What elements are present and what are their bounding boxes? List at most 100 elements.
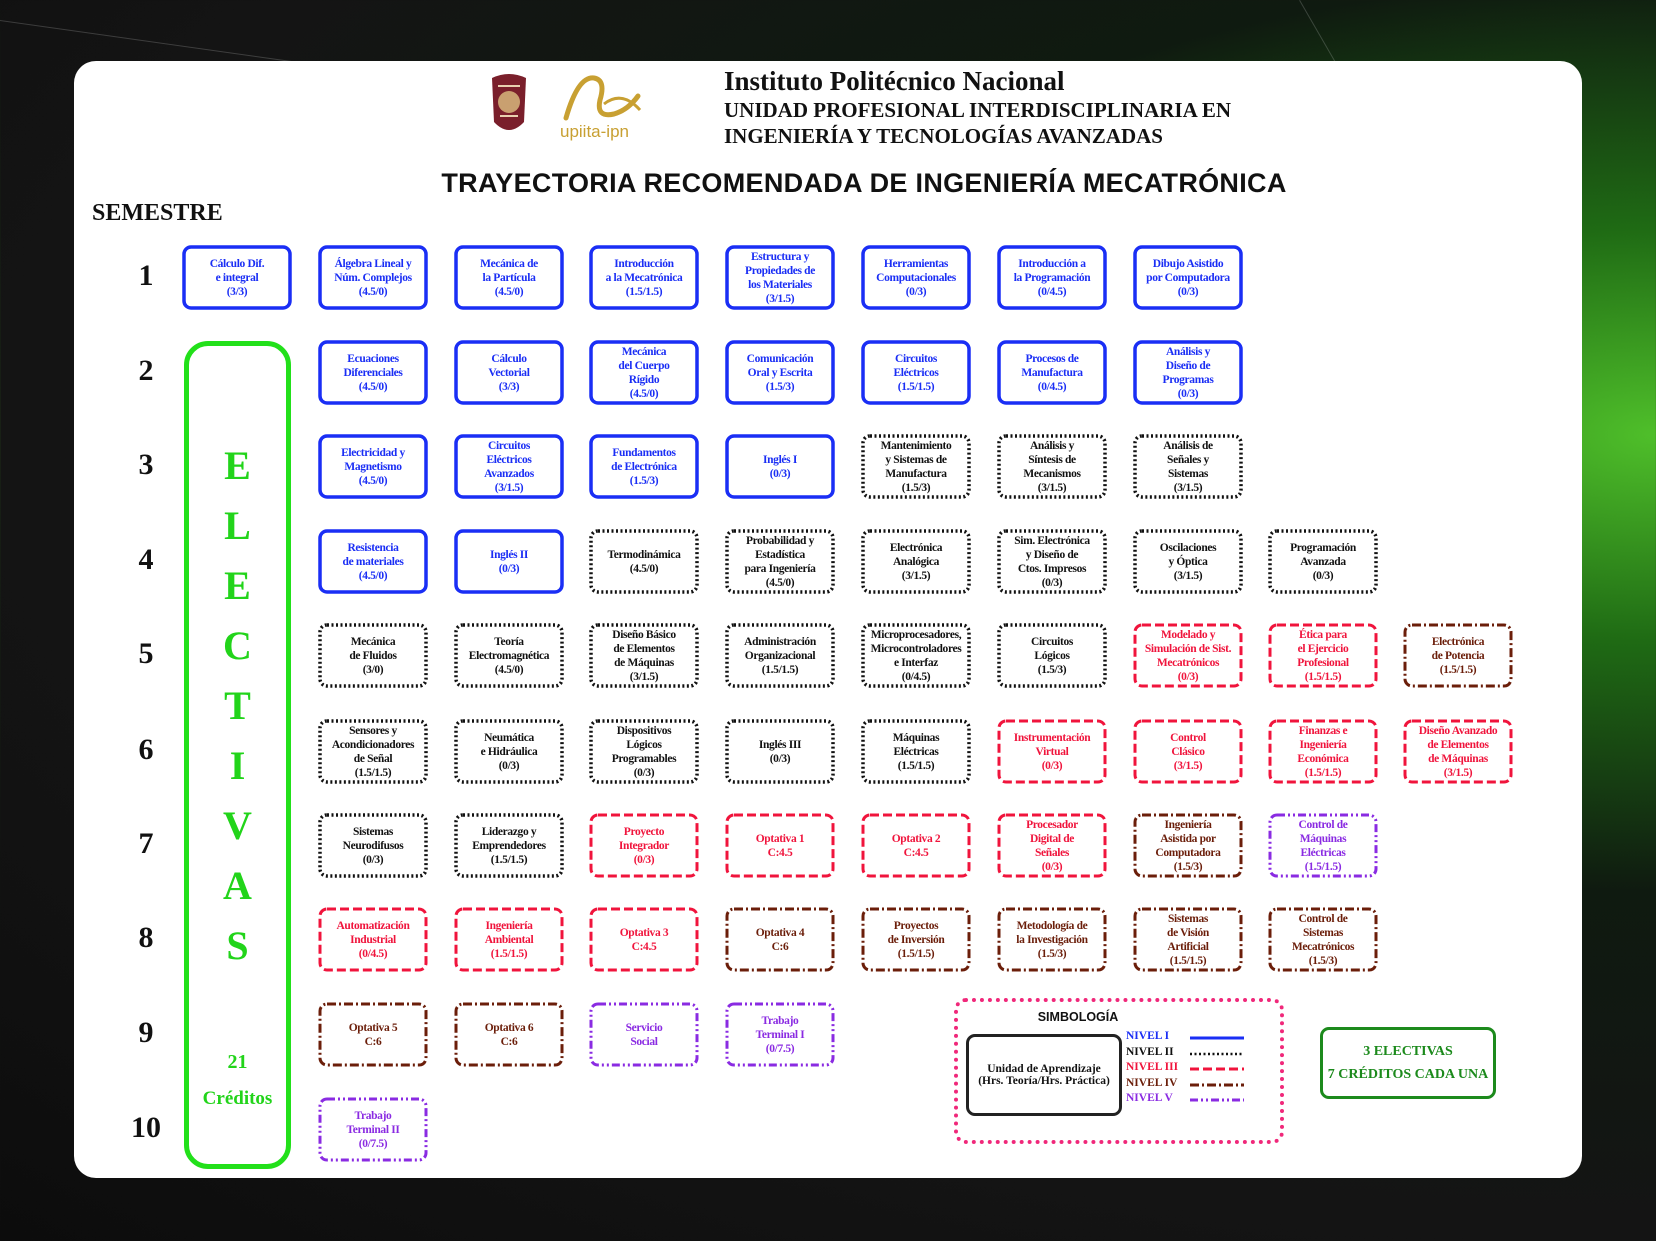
course-card[interactable]: Instrumentación Virtual(0/3) [997,719,1107,784]
course-card[interactable]: Neumática e Hidráulica(0/3) [454,719,564,784]
course-card[interactable]: Control de Sistemas Mecatrónicos(1.5/3) [1268,907,1378,972]
course-card-border [997,719,1107,784]
course-card-border [725,907,835,972]
course-hours: (0/3) [1177,285,1199,298]
course-card[interactable]: Oscilaciones y Óptica(3/1.5) [1133,529,1243,594]
course-text: Termodinámica(4.5/0) [591,529,697,594]
course-name: Sensores y Acondicionadores de Señal [331,724,415,765]
course-card[interactable]: Control Clásico(3/1.5) [1133,719,1243,784]
course-card-border [725,813,835,878]
course-card[interactable]: Dibujo Asistido por Computadora(0/3) [1133,245,1243,310]
course-card[interactable]: Finanzas e Ingeniería Económica(1.5/1.5) [1268,719,1378,784]
course-card[interactable]: Electrónica de Potencia(1.5/1.5) [1403,623,1513,688]
course-card[interactable]: Cálculo Dif. e integral(3/3) [182,245,292,310]
course-card[interactable]: Mecánica de la Partícula(4.5/0) [454,245,564,310]
course-card[interactable]: Introducción a la Mecatrónica(1.5/1.5) [589,245,699,310]
course-hours: (1.5/1.5) [897,947,935,960]
course-card[interactable]: Análisis y Diseño de Programas(0/3) [1133,340,1243,405]
course-card[interactable]: Máquinas Eléctricas(1.5/1.5) [861,719,971,784]
course-card[interactable]: Automatización Industrial(0/4.5) [318,907,428,972]
course-hours: (3/1.5) [1037,481,1067,494]
course-name: Automatización Industrial [336,919,410,946]
semester-number: 3 [138,448,154,481]
course-hours: (1.5/1.5) [1304,766,1342,779]
course-card[interactable]: Comunicación Oral y Escrita(1.5/3) [725,340,835,405]
course-card[interactable]: Mecánica del Cuerpo Rígido(4.5/0) [589,340,699,405]
course-card[interactable]: Circuitos Lógicos(1.5/3) [997,623,1107,688]
course-card[interactable]: Teoría Electromagnética(4.5/0) [454,623,564,688]
course-card[interactable]: Diseño Básico de Elementos de Máquinas(3… [589,623,699,688]
course-hours: (3/1.5) [1173,481,1203,494]
course-card[interactable]: Ética para el Ejercicio Profesional(1.5/… [1268,623,1378,688]
course-name: Circuitos Eléctricos [893,352,939,379]
course-name: Ética para el Ejercicio Profesional [1297,628,1349,669]
course-card[interactable]: Termodinámica(4.5/0) [589,529,699,594]
course-card[interactable]: Mecánica de Fluidos(3/0) [318,623,428,688]
course-card[interactable]: Dispositivos Lógicos Programables(0/3) [589,719,699,784]
course-card[interactable]: Ingeniería Ambiental(1.5/1.5) [454,907,564,972]
course-card[interactable]: Control de Máquinas Eléctricas(1.5/1.5) [1268,813,1378,878]
course-card[interactable]: Resistencia de materiales(4.5/0) [318,529,428,594]
course-card[interactable]: Introducción a la Programación(0/4.5) [997,245,1107,310]
course-card[interactable]: Procesos de Manufactura(0/4.5) [997,340,1107,405]
course-card[interactable]: Modelado y Simulación de Sist. Mecatróni… [1133,623,1243,688]
course-card[interactable]: Fundamentos de Electrónica(1.5/3) [589,434,699,499]
course-card[interactable]: Inglés I(0/3) [725,434,835,499]
course-card[interactable]: Microprocesadores, Microcontroladores e … [861,623,971,688]
course-card[interactable]: Sim. Electrónica y Diseño de Ctos. Impre… [997,529,1107,594]
course-text: Ecuaciones Diferenciales(4.5/0) [320,340,426,405]
course-card[interactable]: Sistemas de Visión Artificial(1.5/1.5) [1133,907,1243,972]
course-card[interactable]: Proyectos de Inversión(1.5/1.5) [861,907,971,972]
course-card[interactable]: Circuitos Eléctricos Avanzados(3/1.5) [454,434,564,499]
course-card[interactable]: Liderazgo y Emprendedores(1.5/1.5) [454,813,564,878]
course-card[interactable]: Procesador Digital de Señales(0/3) [997,813,1107,878]
course-hours: (3/1.5) [1173,569,1203,582]
ipn-logo [488,72,530,140]
course-name: Trabajo Terminal II [346,1109,400,1136]
course-card[interactable]: Probabilidad y Estadística para Ingenier… [725,529,835,594]
course-card[interactable]: Cálculo Vectorial(3/3) [454,340,564,405]
course-card[interactable]: Sensores y Acondicionadores de Señal(1.5… [318,719,428,784]
course-text: Probabilidad y Estadística para Ingenier… [727,529,833,594]
course-name: Cálculo Dif. e integral [209,257,265,284]
course-card[interactable]: Programación Avanzada(0/3) [1268,529,1378,594]
course-card[interactable]: Ecuaciones Diferenciales(4.5/0) [318,340,428,405]
course-card[interactable]: Trabajo Terminal I(0/7.5) [725,1002,835,1067]
course-text: Diseño Avanzado de Elementos de Máquinas… [1405,719,1511,784]
course-card[interactable]: Trabajo Terminal II(0/7.5) [318,1097,428,1162]
course-card[interactable]: Herramientas Computacionales(0/3) [861,245,971,310]
course-card[interactable]: Análisis de Señales y Sistemas(3/1.5) [1133,434,1243,499]
upiita-logo: upiita-ipn [556,70,656,142]
course-card[interactable]: Álgebra Lineal y Núm. Complejos(4.5/0) [318,245,428,310]
course-card[interactable]: Metodología de la Investigación(1.5/3) [997,907,1107,972]
course-card[interactable]: Electrónica Analógica(3/1.5) [861,529,971,594]
semester-number: 7 [138,827,154,860]
course-text: Ingeniería Asistida por Computadora(1.5/… [1135,813,1241,878]
course-card[interactable]: Mantenimiento y Sistemas de Manufactura(… [861,434,971,499]
course-hours: (1.5/1.5) [490,947,528,960]
course-card[interactable]: Administración Organizacional(1.5/1.5) [725,623,835,688]
course-card[interactable]: Análisis y Síntesis de Mecanismos(3/1.5) [997,434,1107,499]
course-text: Inglés II(0/3) [456,529,562,594]
course-card[interactable]: Inglés III(0/3) [725,719,835,784]
semester-column-label: SEMESTRE [92,200,223,226]
course-card-border [997,340,1107,405]
course-hours: (0/3) [1041,576,1063,589]
course-card[interactable]: Sistemas Neurodifusos(0/3) [318,813,428,878]
course-card[interactable]: Estructura y Propiedades de los Material… [725,245,835,310]
course-card[interactable]: Electricidad y Magnetismo(4.5/0) [318,434,428,499]
course-card[interactable]: Diseño Avanzado de Elementos de Máquinas… [1403,719,1513,784]
course-card[interactable]: Proyecto Integrador(0/3) [589,813,699,878]
course-card[interactable]: Circuitos Eléctricos(1.5/1.5) [861,340,971,405]
course-card[interactable]: Inglés II(0/3) [454,529,564,594]
course-card-border [997,907,1107,972]
course-name: Introducción a la Programación [1013,257,1091,284]
course-card[interactable]: Ingeniería Asistida por Computadora(1.5/… [1133,813,1243,878]
course-card[interactable]: Servicio Social [589,1002,699,1067]
